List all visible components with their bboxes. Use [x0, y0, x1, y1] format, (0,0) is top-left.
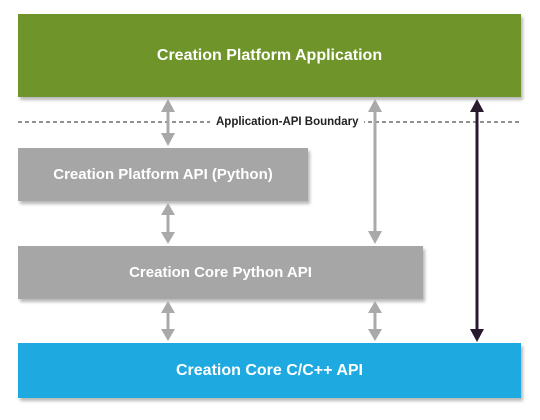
arrow-platform-api-to-core-python — [161, 203, 175, 244]
creation-platform-api-box: Creation Platform API (Python) — [18, 148, 308, 201]
arrow-app-to-core-c — [470, 99, 484, 342]
creation-platform-api-label: Creation Platform API (Python) — [53, 166, 273, 183]
creation-core-c-api-label: Creation Core C/C++ API — [175, 361, 363, 379]
application-api-boundary-label: Application-API Boundary — [210, 114, 365, 130]
creation-platform-application-label: Creation Platform Application — [156, 46, 383, 64]
arrow-core-python-to-core-c-right — [368, 301, 382, 341]
arrow-app-to-platform-api — [161, 99, 175, 146]
arrow-app-to-core-python — [368, 99, 382, 244]
creation-core-python-api-label: Creation Core Python API — [129, 264, 312, 281]
creation-platform-application-box: Creation Platform Application — [18, 14, 521, 97]
creation-core-python-api-box: Creation Core Python API — [18, 246, 423, 299]
arrow-core-python-to-core-c-left — [161, 301, 175, 341]
creation-core-c-api-box: Creation Core C/C++ API — [18, 343, 521, 398]
